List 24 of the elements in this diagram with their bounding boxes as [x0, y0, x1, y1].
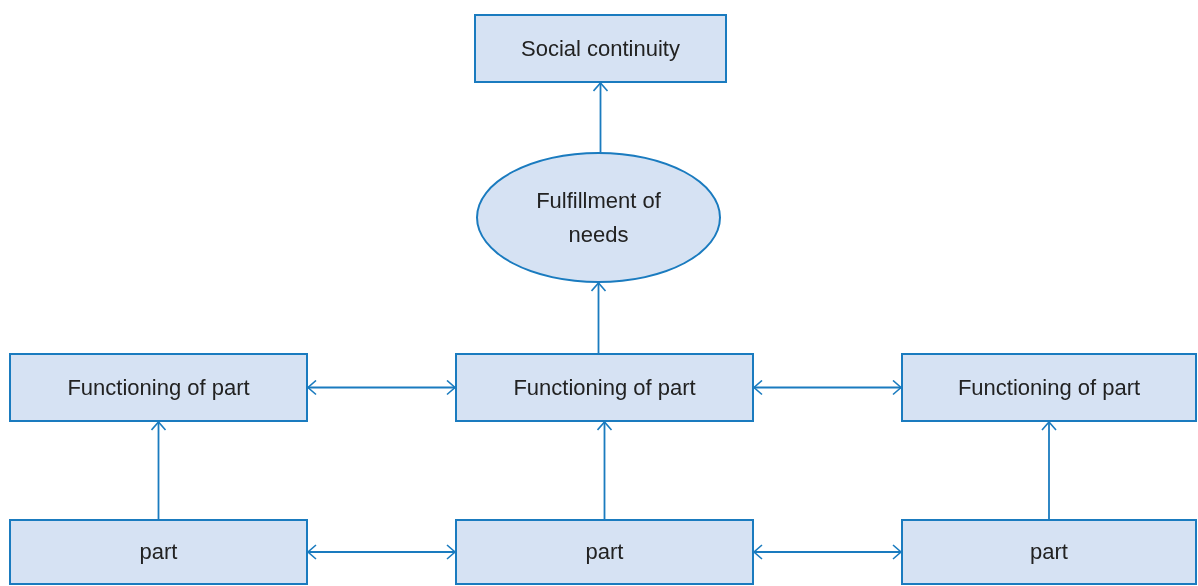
- node-label: part: [139, 538, 178, 566]
- process-box: [901, 353, 1197, 422]
- process-box: [474, 14, 727, 83]
- process-box: [9, 519, 308, 585]
- node-label: part: [1030, 538, 1068, 566]
- node-label: Functioning of part: [67, 373, 250, 402]
- arrow: [150, 421, 167, 520]
- arrow: [590, 282, 607, 354]
- arrow: [592, 82, 609, 153]
- arrow: [596, 421, 613, 520]
- node-label: Social continuity: [521, 34, 680, 63]
- node-label: Functioning of part: [513, 373, 696, 402]
- process-box: [901, 519, 1197, 585]
- arrow: [753, 379, 902, 396]
- arrow: [307, 544, 456, 560]
- arrow: [307, 379, 456, 396]
- node-label: Fulfillment of needs: [535, 186, 662, 249]
- process-box: [9, 353, 308, 422]
- process-box: [455, 353, 754, 422]
- arrow: [1041, 421, 1057, 520]
- node-label: part: [585, 538, 624, 566]
- arrow: [753, 544, 902, 560]
- process-box: [455, 519, 754, 585]
- node-label: Functioning of part: [957, 373, 1141, 402]
